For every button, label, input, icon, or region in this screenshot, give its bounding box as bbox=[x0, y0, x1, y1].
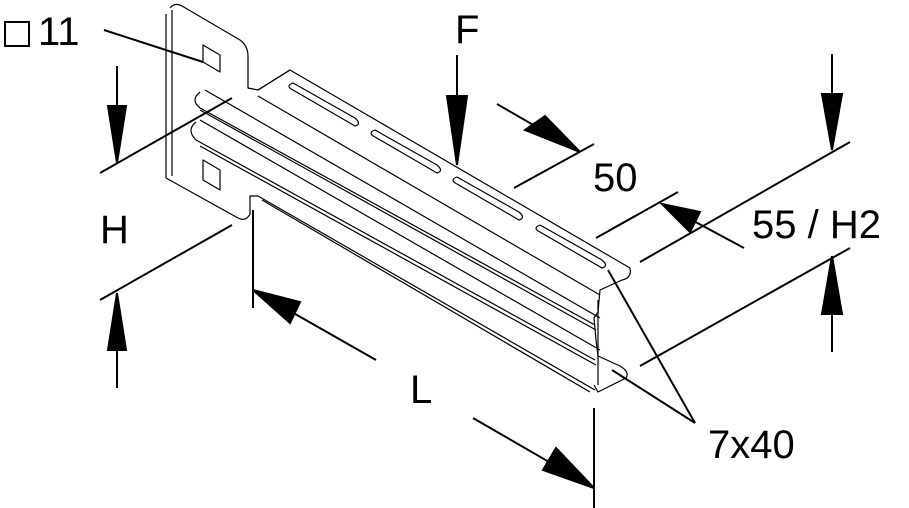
slot-label: 7x40 bbox=[708, 423, 795, 467]
length-label: L bbox=[410, 368, 433, 412]
arrow-up-icon bbox=[106, 292, 128, 351]
force-label: F bbox=[455, 8, 480, 52]
arrow-icon bbox=[252, 289, 302, 325]
hole-size-label: 11 bbox=[4, 12, 80, 52]
arrow-icon bbox=[658, 202, 702, 234]
width-label: 50 bbox=[593, 156, 638, 200]
hole-leader bbox=[103, 29, 204, 63]
square-hole-top bbox=[202, 44, 221, 73]
arrow-icon bbox=[541, 446, 595, 489]
arrow-down-icon bbox=[820, 93, 844, 151]
slots bbox=[288, 82, 607, 269]
depth-label: 55 / H2 bbox=[752, 203, 881, 247]
dimension-lines bbox=[99, 29, 851, 508]
bracket-body bbox=[165, 3, 631, 393]
arrow-down-icon bbox=[106, 105, 128, 164]
square-symbol-icon bbox=[4, 21, 30, 47]
force-arrow-icon bbox=[445, 95, 469, 166]
square-hole-bottom bbox=[202, 159, 221, 191]
arrow-up-icon bbox=[820, 255, 844, 315]
height-label: H bbox=[100, 208, 129, 252]
arrow-icon bbox=[522, 114, 581, 153]
